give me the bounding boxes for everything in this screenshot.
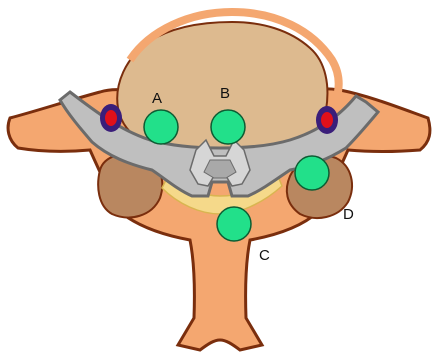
right-vertebral-artery <box>321 112 333 128</box>
marker-d <box>295 156 329 190</box>
marker-c <box>217 207 251 241</box>
label-b: B <box>220 85 230 102</box>
marker-a <box>144 110 178 144</box>
marker-b <box>211 110 245 144</box>
label-a: A <box>152 90 162 107</box>
left-vertebral-artery <box>105 110 117 126</box>
label-d: D <box>343 206 354 223</box>
spinal-cord-core <box>204 160 236 178</box>
label-c: C <box>259 247 270 264</box>
